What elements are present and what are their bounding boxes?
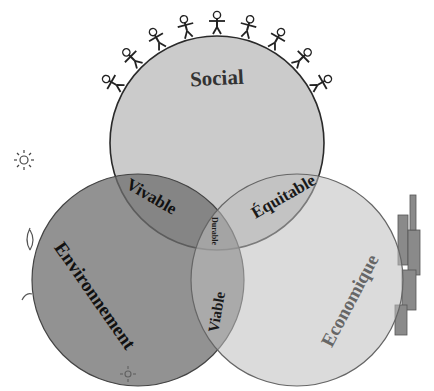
overlap-label-wrap: Durable — [209, 217, 225, 245]
circle-title: Social — [190, 64, 245, 91]
sun-icon — [14, 150, 34, 170]
plant-icon — [22, 228, 33, 300]
circle-title-wrap: Social — [190, 66, 245, 90]
overlap-label: Durable — [210, 217, 219, 245]
venn-circle: Economique — [190, 173, 404, 387]
